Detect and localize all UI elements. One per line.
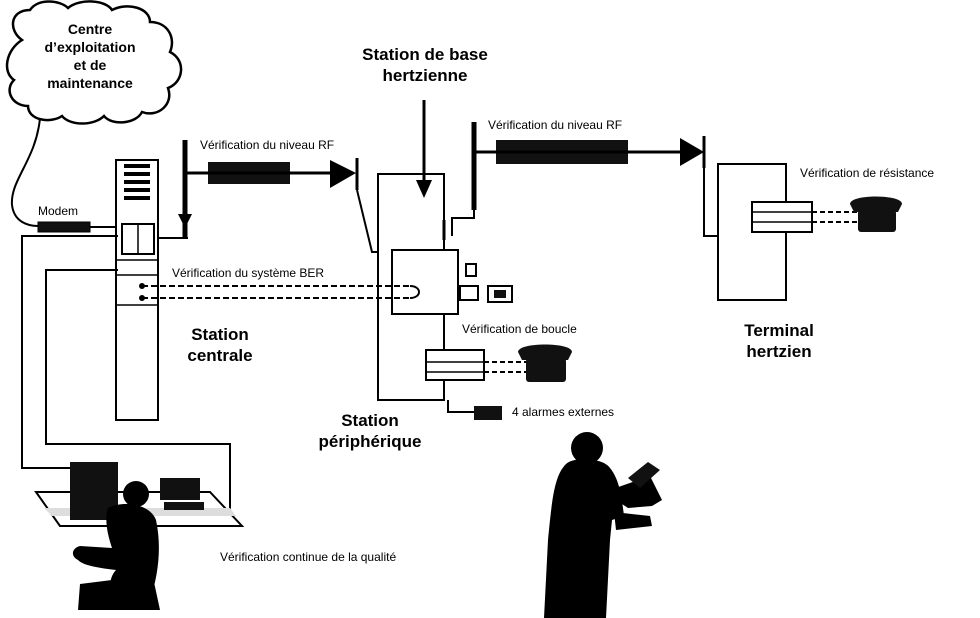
base-station-label-line-1: Station de base: [362, 45, 488, 64]
right-mast-feed: [451, 210, 475, 236]
telephone-right-icon: [850, 196, 902, 232]
rf-link-to-terminal: [703, 168, 718, 237]
central-mast-arrow: [178, 214, 192, 228]
central-station-rack: [115, 159, 159, 421]
seated-person-silhouette: [72, 481, 160, 610]
cloud-modem-link: [10, 117, 41, 227]
workstation-link-inner: [45, 269, 231, 510]
peripheral-side-module-2: [459, 285, 479, 301]
standing-person-silhouette: [544, 432, 662, 618]
peripheral-station-label: Station périphérique: [300, 410, 440, 452]
alarms-box: [474, 406, 502, 420]
alarms-label: 4 alarmes externes: [512, 405, 615, 419]
modem-box: [37, 221, 91, 233]
resistance-check-label: Vérification de résistance: [800, 166, 935, 180]
loop-check-label: Vérification de boucle: [462, 322, 577, 336]
peripheral-station-label-line-1: Station: [341, 411, 399, 430]
peripheral-side-module-1: [465, 263, 477, 277]
central-station-label: Station centrale: [170, 324, 270, 366]
central-station-label-line-2: centrale: [187, 346, 253, 365]
modem-label: Modem: [38, 204, 79, 218]
telephone-mid-icon: [518, 344, 572, 382]
cloud-label-line-3: et de: [73, 57, 107, 73]
ber-loop-dot-1: [139, 283, 145, 289]
base-station-pointer-head: [416, 180, 432, 198]
base-station-label: Station de base hertzienne: [350, 44, 500, 86]
central-station-label-line-1: Station: [191, 325, 249, 344]
radio-terminal-label-line-2: hertzien: [746, 342, 812, 361]
alarms-link: [447, 400, 474, 413]
rf-check-label-right: Vérification du niveau RF: [488, 118, 623, 132]
operations-centre-cloud: [5, 0, 183, 125]
ber-loop-dot-2: [139, 295, 145, 301]
radio-terminal-label: Terminal hertzien: [724, 320, 834, 362]
ber-loop-turn: [409, 285, 420, 299]
ber-check-label: Vérification du système BER: [172, 266, 325, 280]
rf-check-label-left: Vérification du niveau RF: [200, 138, 335, 152]
rf-link-arrow-right: [680, 138, 704, 166]
cloud-label: Centre d’exploitation et de maintenance: [30, 20, 150, 92]
radio-terminal-card: [751, 201, 813, 233]
cloud-label-line-4: maintenance: [47, 75, 133, 91]
quality-check-label: Vérification continue de la qualité: [220, 550, 397, 564]
peripheral-side-module-3-inner: [494, 290, 506, 298]
cloud-label-line-2: d’exploitation: [44, 39, 136, 55]
workstation-link-outer: [21, 235, 118, 469]
peripheral-station-label-line-2: périphérique: [318, 432, 422, 451]
rf-link-arrow-left: [330, 160, 356, 188]
cloud-label-line-1: Centre: [67, 21, 113, 37]
base-station-label-line-2: hertzienne: [382, 66, 468, 85]
radio-terminal-label-line-1: Terminal: [744, 321, 814, 340]
